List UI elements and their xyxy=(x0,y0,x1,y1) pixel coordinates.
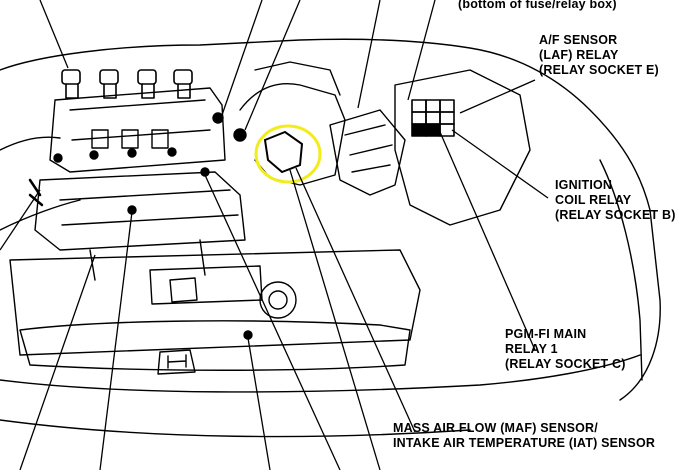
maf-sensor-label: MASS AIR FLOW (MAF) SENSOR/ INTAKE AIR T… xyxy=(393,421,655,451)
laf-relay-line-1: A/F SENSOR xyxy=(539,33,618,47)
maf-sensor-shape xyxy=(263,130,304,174)
ignition-relay-label: IGNITION COIL RELAY (RELAY SOCKET B) xyxy=(555,178,676,223)
valve-cover xyxy=(49,87,226,173)
pgm-relay-label: PGM-FI MAIN RELAY 1 (RELAY SOCKET C) xyxy=(505,327,626,372)
fender-left xyxy=(0,136,81,231)
leader-lines xyxy=(0,0,549,470)
maf-highlight xyxy=(254,124,322,184)
battery-box xyxy=(329,109,406,196)
pgm-relay-line-2: RELAY 1 xyxy=(505,342,558,356)
relay-sockets xyxy=(411,99,455,137)
intake-manifold xyxy=(34,171,246,251)
ignition-relay-line-2: COIL RELAY xyxy=(555,193,632,207)
fender-right xyxy=(599,159,643,381)
plug-wells xyxy=(53,129,177,163)
honda-emblem xyxy=(157,349,196,375)
body-outline xyxy=(0,38,661,401)
laf-relay-line-2: (LAF) RELAY xyxy=(539,48,619,62)
relay-box-note: (bottom of fuse/relay box) xyxy=(458,0,617,12)
maf-sensor-line-2: INTAKE AIR TEMPERATURE (IAT) SENSOR xyxy=(393,436,656,450)
grille xyxy=(19,320,411,371)
ignition-coils xyxy=(61,69,193,99)
fuse-relay-box xyxy=(394,69,531,226)
pgm-relay-line-3: (RELAY SOCKET C) xyxy=(505,357,626,371)
radiator-support xyxy=(9,249,421,356)
laf-relay-line-3: (RELAY SOCKET E) xyxy=(539,63,659,77)
bumper xyxy=(0,354,641,393)
relay-box-note-text: (bottom of fuse/relay box) xyxy=(458,0,617,11)
radiator-cap xyxy=(259,281,297,319)
pgm-relay-line-1: PGM-FI MAIN xyxy=(505,327,587,341)
laf-relay-label: A/F SENSOR (LAF) RELAY (RELAY SOCKET E) xyxy=(539,33,659,78)
air-duct xyxy=(239,83,346,186)
maf-sensor-line-1: MASS AIR FLOW (MAF) SENSOR/ xyxy=(393,421,598,435)
ignition-relay-line-3: (RELAY SOCKET B) xyxy=(555,208,676,222)
ignition-relay-line-1: IGNITION xyxy=(555,178,613,192)
